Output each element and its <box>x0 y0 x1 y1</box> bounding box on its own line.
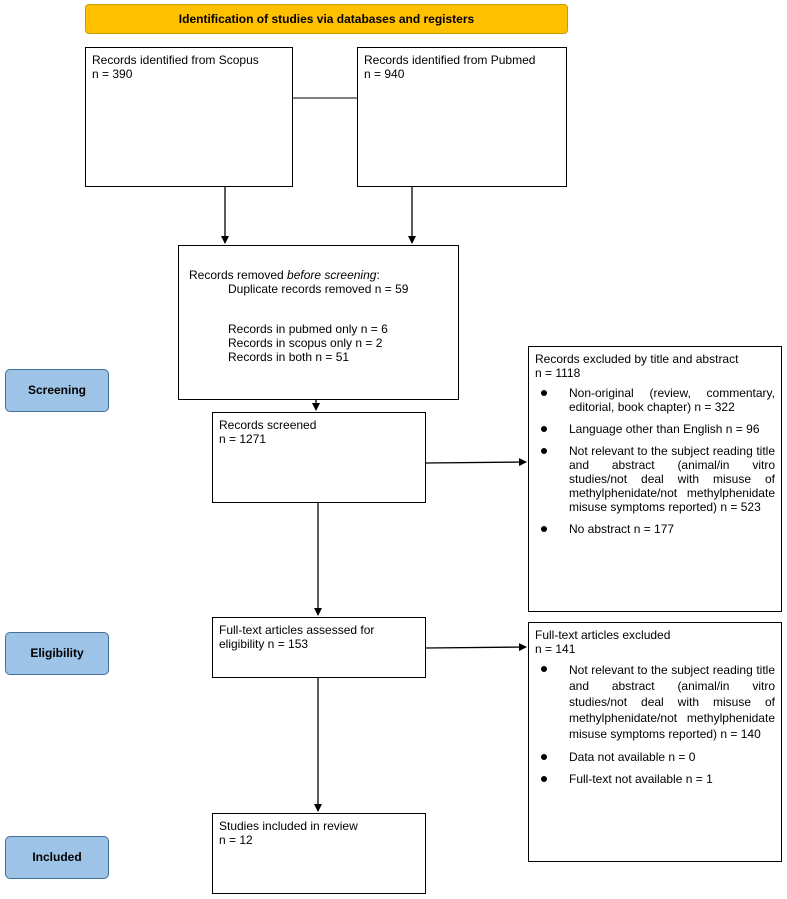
reason-no-abstract: No abstract n = 177 <box>535 522 775 536</box>
records-both: Records in both n = 51 <box>228 350 350 364</box>
duplicates-removed: Duplicate records removed n = 59 <box>228 282 409 296</box>
bullet-icon <box>541 776 547 782</box>
excluded-ta-label: Records excluded by title and abstract <box>535 352 739 366</box>
bullet-icon <box>541 426 547 432</box>
fulltext-label: Full-text articles assessed for <box>219 623 375 637</box>
pubmed-count: n = 940 <box>364 67 405 81</box>
arrow-fulltext-to-excluded <box>425 643 527 652</box>
reason-ft-not-relevant: Not relevant to the subject reading titl… <box>535 662 775 742</box>
records-screened-box: Records screened n = 1271 <box>212 412 426 503</box>
records-scopus-only: Records in scopus only n = 2 <box>228 336 383 350</box>
scopus-records-box: Records identified from Scopus n = 390 <box>85 47 293 187</box>
fulltext-assessed-box: Full-text articles assessed for eligibil… <box>212 617 426 678</box>
excluded-ft-reasons: Not relevant to the subject reading titl… <box>535 662 775 786</box>
removed-before-screening-box: Records removed before screening: Duplic… <box>178 245 459 400</box>
excluded-ft-count: n = 141 <box>535 642 576 656</box>
excluded-ta-reasons: Non-original (review, commentary, editor… <box>535 386 775 536</box>
reason-not-relevant: Not relevant to the subject reading titl… <box>535 444 775 514</box>
included-label: Studies included in review <box>219 819 358 833</box>
stage-screening: Screening <box>5 369 109 412</box>
bullet-icon <box>541 526 547 532</box>
reason-ft-data-not-available: Data not available n = 0 <box>535 750 775 764</box>
screened-count: n = 1271 <box>219 432 267 446</box>
stage-eligibility: Eligibility <box>5 632 109 675</box>
bullet-icon <box>541 390 547 396</box>
bullet-icon <box>541 448 547 454</box>
records-pubmed-only: Records in pubmed only n = 6 <box>228 322 388 336</box>
scopus-label: Records identified from Scopus <box>92 53 259 67</box>
included-count: n = 12 <box>219 833 253 847</box>
bullet-icon <box>541 754 547 760</box>
excluded-ft-label: Full-text articles excluded <box>535 628 671 642</box>
reason-non-original: Non-original (review, commentary, editor… <box>535 386 775 414</box>
arrow-screened-to-excluded <box>425 458 527 467</box>
scopus-count: n = 390 <box>92 67 133 81</box>
excluded-ta-count: n = 1118 <box>535 366 581 380</box>
reason-language: Language other than English n = 96 <box>535 422 775 436</box>
screened-label: Records screened <box>219 418 317 432</box>
pubmed-label: Records identified from Pubmed <box>364 53 536 67</box>
reason-ft-fulltext-not-available: Full-text not available n = 1 <box>535 772 775 786</box>
fulltext-excluded-box: Full-text articles excluded n = 141 Not … <box>528 622 782 862</box>
removed-title: Records removed before screening: <box>189 268 380 282</box>
bullet-icon <box>541 666 547 672</box>
identification-header: Identification of studies via databases … <box>85 4 568 34</box>
pubmed-records-box: Records identified from Pubmed n = 940 <box>357 47 567 187</box>
fulltext-count: eligibility n = 153 <box>219 637 309 651</box>
studies-included-box: Studies included in review n = 12 <box>212 813 426 894</box>
stage-included: Included <box>5 836 109 879</box>
excluded-title-abstract-box: Records excluded by title and abstract n… <box>528 346 782 612</box>
